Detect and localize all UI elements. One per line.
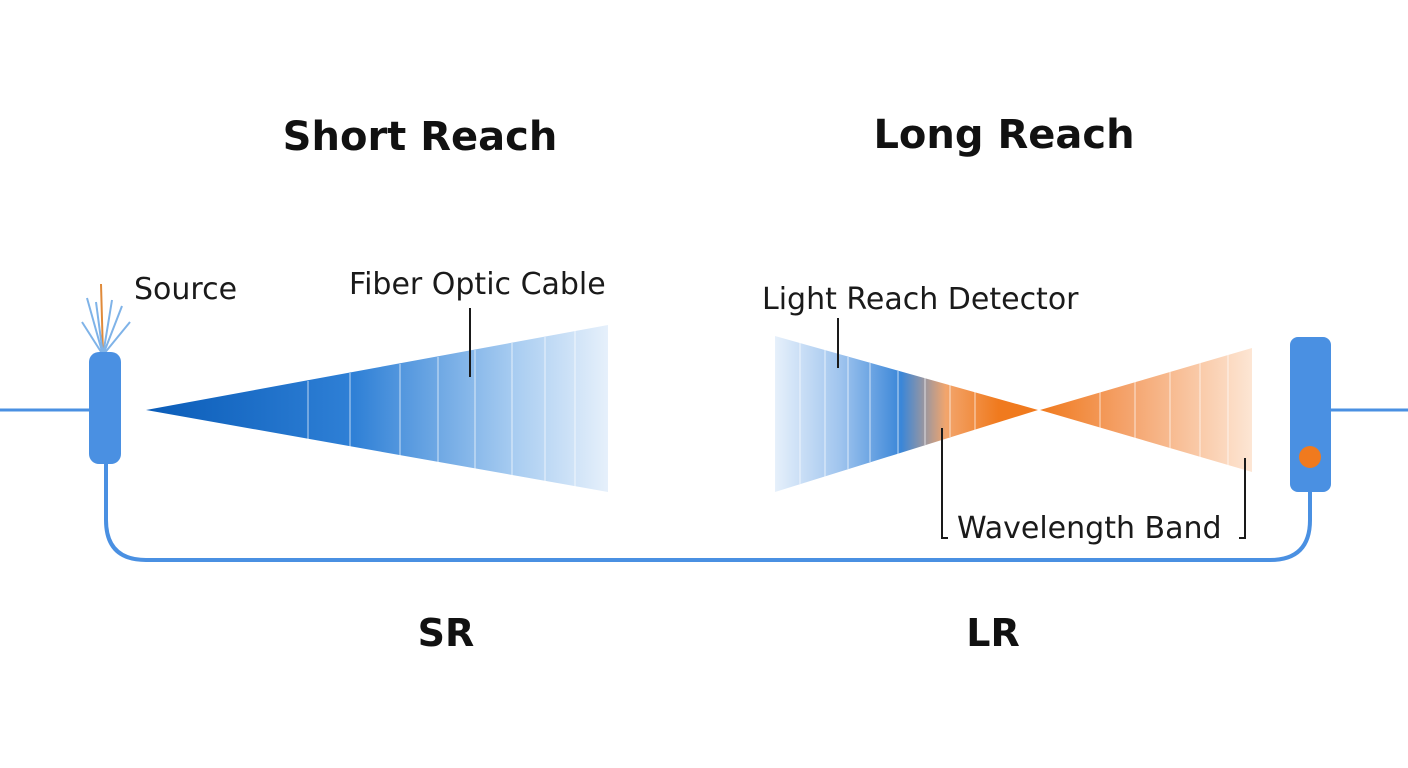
wavelength-band-label: Wavelength Band xyxy=(957,511,1222,546)
long-reach-heading: Long Reach xyxy=(873,112,1134,158)
source-device xyxy=(89,352,121,464)
light-reach-detector-label: Light Reach Detector xyxy=(762,282,1079,317)
sr-code: SR xyxy=(418,611,475,655)
long-reach-beam-right-bands xyxy=(1099,355,1229,465)
long-reach-beam-right xyxy=(1040,348,1252,472)
source-label: Source xyxy=(134,272,237,307)
short-reach-beam xyxy=(146,325,608,492)
short-reach-beam-bands xyxy=(307,331,576,487)
wavelength-band-right-bracket xyxy=(1239,458,1246,539)
wavelength-band-left-bracket xyxy=(941,428,948,539)
long-reach-beam-left-bands xyxy=(799,343,976,484)
source-rays-icon xyxy=(81,283,131,356)
return-cable xyxy=(104,462,1312,562)
short-reach-heading: Short Reach xyxy=(283,114,558,160)
long-reach-beam-left xyxy=(775,336,1038,492)
fiber-optic-cable-label: Fiber Optic Cable xyxy=(349,267,606,302)
detector-indicator-icon xyxy=(1299,446,1321,468)
lr-code: LR xyxy=(966,611,1019,655)
detector-device xyxy=(1290,337,1331,492)
